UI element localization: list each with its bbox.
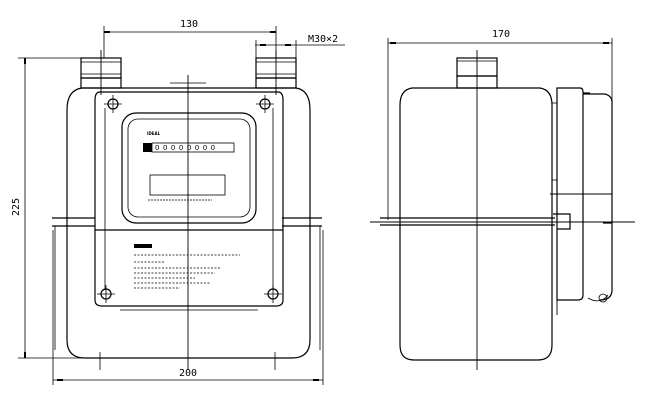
dimension-label-thread: M30×2 [308, 34, 338, 45]
label-text-lines [134, 244, 240, 289]
dimension-label-top: 130 [180, 19, 198, 30]
screw-icon [256, 95, 274, 113]
side-body [399, 87, 553, 361]
side-view: 170 [370, 29, 635, 370]
dimension-label-depth: 170 [492, 29, 510, 40]
counter-digits: 00000000 [155, 144, 219, 152]
dimension-130: 130 [103, 19, 277, 58]
front-view: 130 M30×2 225 200 [11, 19, 345, 385]
lcd-box [149, 174, 226, 196]
dimension-170: 170 [387, 29, 613, 220]
meter-body [66, 87, 311, 359]
dimension-label-height: 225 [11, 198, 22, 216]
dimension-thread: M30×2 [255, 34, 345, 58]
dimension-225: 225 [11, 57, 100, 359]
screw-icon [104, 95, 122, 113]
counter-display: 00000000 [143, 142, 235, 153]
nameplate-brand: IDEAL [147, 131, 161, 136]
front-panel [94, 91, 284, 307]
dimension-label-bottom: 200 [179, 368, 197, 379]
screw-icon [97, 285, 115, 303]
screw-icon [264, 285, 282, 303]
display-window [121, 112, 257, 224]
dimension-200: 200 [52, 230, 324, 385]
flange [52, 217, 322, 350]
front-cover [556, 87, 584, 301]
